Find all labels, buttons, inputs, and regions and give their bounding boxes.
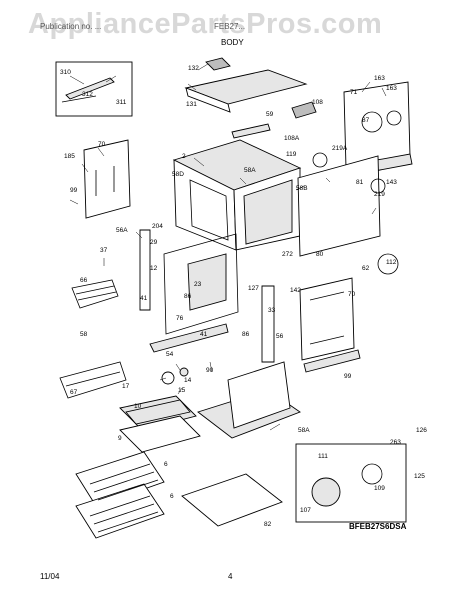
part-number-label: 17: [122, 383, 130, 390]
part-number-label: 107: [300, 507, 311, 514]
part-number-label: 23: [194, 281, 202, 288]
part-number-label: 204: [152, 223, 163, 230]
part-number-label: 219: [374, 191, 385, 198]
part-number-label: 90: [206, 367, 214, 374]
diagram-code: BFEB27S6DSA: [349, 522, 407, 531]
part-number-label: 67: [70, 389, 78, 396]
fan-inset-box: [295, 443, 407, 523]
oven-rack-lower: [75, 483, 165, 539]
footer-date: 11/04: [40, 572, 60, 581]
part-number-label: 58D: [172, 171, 184, 178]
part-number-label: 311: [116, 99, 127, 106]
part-number-label: 80: [316, 251, 324, 258]
part-number-label: 86: [242, 331, 250, 338]
part-number-label: 70: [98, 141, 106, 148]
part-number-label: 33: [268, 307, 276, 314]
part-number-label: 86: [184, 293, 192, 300]
part-number-label: 70: [348, 291, 356, 298]
part-number-label: 111: [318, 453, 328, 460]
oven-rack-upper: [75, 451, 165, 507]
part-number-label: 81: [356, 179, 364, 186]
rear-wiring-assembly: [297, 155, 381, 257]
part-number-label: 66: [80, 277, 88, 284]
front-frame-part: [163, 233, 239, 335]
drawer-bottom: [181, 473, 283, 527]
part-number-label: 29: [150, 239, 158, 246]
part-number-label: 54: [166, 351, 174, 358]
diagram-title: BODY: [221, 38, 244, 47]
part-number-label: 9: [118, 435, 122, 442]
part-number-label: 125: [414, 473, 425, 480]
side-panel-right: [299, 277, 355, 361]
hinge-part: [161, 371, 175, 385]
part-number-label: 131: [186, 101, 197, 108]
part-number-label: 112: [386, 259, 397, 266]
part-number-label: 10: [134, 403, 142, 410]
part-number-label: 219A: [332, 145, 348, 152]
publication-number: Publication no. ...: [40, 22, 102, 31]
part-number-label: 58: [80, 331, 88, 338]
part-number-label: 87: [362, 117, 370, 124]
part-number-label: 2: [182, 153, 186, 160]
broil-element: [59, 361, 127, 399]
model-number: FEB27...: [214, 22, 246, 31]
part-number-label: 163: [386, 85, 397, 92]
part-number-label: 62: [362, 265, 370, 272]
part-number-label: 312: [82, 91, 93, 98]
side-panel-left: [83, 139, 131, 219]
part-number-label: 132: [188, 65, 199, 72]
part-number-label: 58A: [298, 427, 310, 434]
part-number-label: 263: [390, 439, 401, 446]
part-number-label: 272: [282, 251, 293, 258]
part-number-label: 126: [416, 427, 427, 434]
part-number-label: 14: [184, 377, 192, 384]
part-number-label: 99: [70, 187, 78, 194]
part-number-label: 82: [264, 521, 272, 528]
part-number-label: 185: [64, 153, 75, 160]
part-number-label: 59: [266, 111, 274, 118]
part-number-label: 108A: [284, 135, 300, 142]
part-number-label: 127: [248, 285, 259, 292]
part-number-label: 41: [140, 295, 148, 302]
part-number-label: 6: [164, 461, 168, 468]
part-number-label: 99: [344, 373, 352, 380]
part-number-label: 71: [350, 89, 358, 96]
part-number-label: 58A: [244, 167, 256, 174]
part-number-label: 119: [286, 151, 297, 158]
part-number-label: 310: [60, 69, 71, 76]
part-number-label: 15: [178, 387, 186, 394]
part-number-label: 108: [312, 99, 323, 106]
part-number-label: 163: [374, 75, 385, 82]
part-number-label: 12: [150, 265, 158, 272]
part-number-label: 37: [100, 247, 108, 254]
watermark-text: AppliancePartsPros.com: [28, 8, 383, 40]
part-number-label: 76: [176, 315, 184, 322]
part-number-label: 56A: [116, 227, 128, 234]
part-number-label: 143: [386, 179, 397, 186]
part-number-label: 6: [170, 493, 174, 500]
part-number-label: 109: [374, 485, 385, 492]
part-number-label: 56: [276, 333, 284, 340]
page-number: 4: [228, 572, 233, 581]
bake-element: [71, 279, 119, 309]
part-number-label: 58B: [296, 185, 308, 192]
part-number-label: 142: [290, 287, 301, 294]
part-number-label: 41: [200, 331, 208, 338]
